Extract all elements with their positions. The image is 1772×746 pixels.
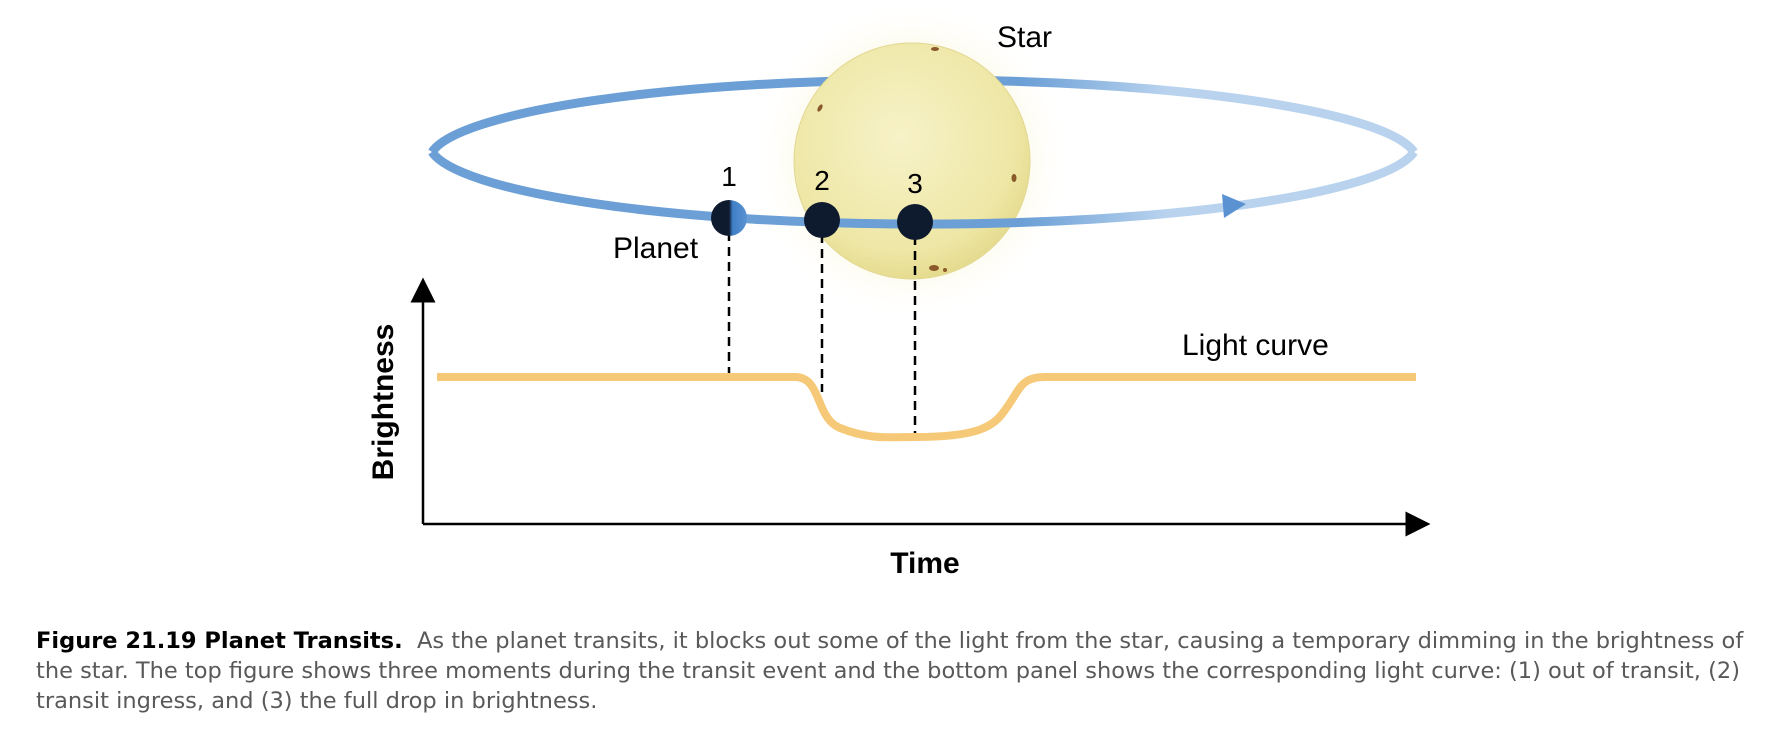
caption-text: As the planet transits, it blocks out so… bbox=[36, 628, 1744, 714]
planet-position-3 bbox=[897, 204, 933, 240]
planet-transit-diagram: 1 2 3 Star Planet Light curve Brightness… bbox=[367, 0, 1431, 580]
star-label: Star bbox=[997, 21, 1052, 54]
star bbox=[793, 42, 1031, 280]
caption-title: Figure 21.19 Planet Transits. bbox=[36, 628, 403, 654]
figure-caption: Figure 21.19 Planet Transits. As the pla… bbox=[36, 626, 1752, 716]
planet-position-2 bbox=[804, 202, 840, 238]
planet-label: Planet bbox=[613, 232, 699, 265]
orbit-direction-arrow bbox=[1222, 194, 1246, 218]
position-label-2: 2 bbox=[814, 165, 830, 196]
x-axis-label: Time bbox=[890, 547, 959, 580]
position-label-3: 3 bbox=[907, 168, 923, 199]
y-axis-label: Brightness bbox=[367, 324, 400, 481]
light-curve bbox=[437, 373, 1416, 442]
planet-position-1 bbox=[711, 200, 747, 236]
light-curve-label: Light curve bbox=[1182, 329, 1329, 362]
position-label-1: 1 bbox=[721, 161, 737, 192]
